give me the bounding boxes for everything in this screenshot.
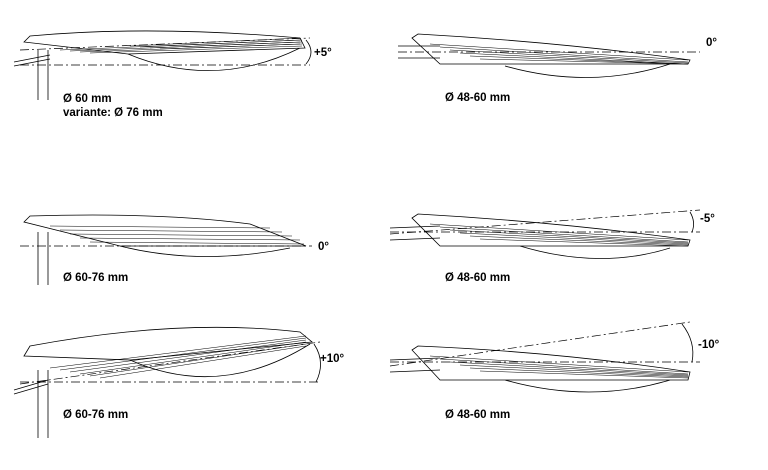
cooling-fins-4: [429, 223, 689, 247]
diameter-label-5: Ø 60-76 mm: [63, 409, 128, 421]
pole-6: [389, 357, 441, 373]
variant-label-1: variante: Ø 76 mm: [63, 107, 163, 119]
angle-label-5: +10°: [320, 353, 345, 365]
cooling-fins-5: [49, 335, 307, 379]
diameter-label-4: Ø 48-60 mm: [445, 272, 510, 284]
pole-1: [13, 50, 51, 100]
pole-2: [398, 45, 440, 59]
pole-4: [389, 225, 441, 241]
lamp-body-1: [23, 30, 306, 71]
angle-label-3: 0°: [318, 241, 329, 253]
angle-arc-1: [305, 39, 312, 65]
lamp-body-2: [411, 33, 691, 78]
lamp-body-6: [411, 345, 691, 393]
panel-2: 0° Ø 48-60 mm: [398, 33, 717, 104]
diameter-label-2: Ø 48-60 mm: [445, 92, 510, 104]
lamp-body-5: [23, 326, 313, 379]
pole-3: [37, 232, 49, 285]
angle-arc-5: [313, 343, 321, 383]
angle-label-2: 0°: [706, 37, 717, 49]
diameter-label-6: Ø 48-60 mm: [445, 409, 510, 421]
panel-6: -10° Ø 48-60 mm: [389, 321, 720, 421]
diameter-label-3: Ø 60-76 mm: [63, 272, 128, 284]
pole-5: [13, 370, 49, 438]
cooling-fins-3: [49, 225, 305, 245]
panel-5: +10° Ø 60-76 mm: [13, 326, 345, 438]
lamp-body-3: [23, 214, 307, 257]
angle-arc-4: [689, 211, 694, 233]
panel-1: +5° Ø 60 mm variante: Ø 76 mm: [13, 30, 332, 119]
lamp-body-4: [411, 213, 691, 259]
angle-arc-6: [681, 323, 694, 363]
panel-3: 0° Ø 60-76 mm: [20, 214, 329, 285]
angle-label-6: -10°: [698, 339, 720, 351]
tilt-axis-1: [19, 37, 311, 51]
panel-4: -5° Ø 48-60 mm: [389, 209, 715, 284]
angle-label-1: +5°: [314, 47, 332, 59]
cooling-fins-6: [429, 355, 689, 379]
angle-label-4: -5°: [700, 213, 715, 225]
tilt-axis-4: [389, 209, 701, 235]
diameter-label-1: Ø 60 mm: [63, 93, 112, 105]
